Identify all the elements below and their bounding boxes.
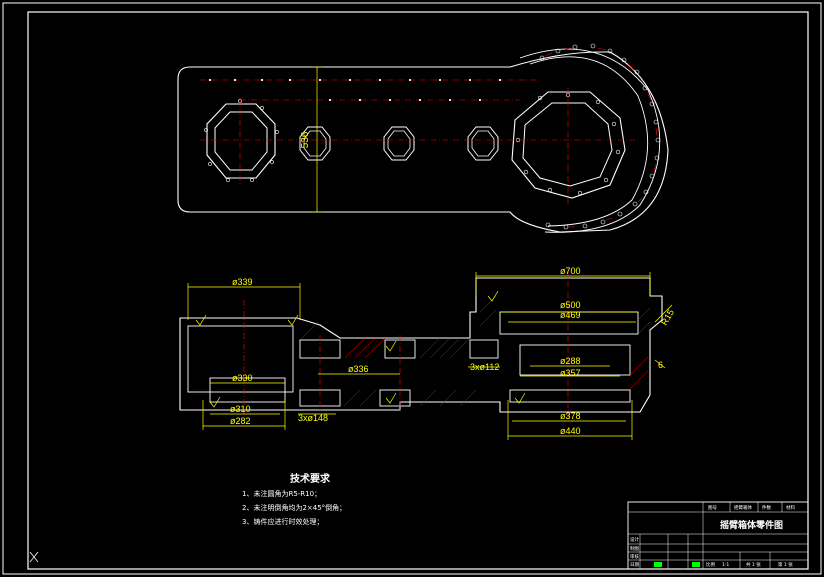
dim-d330: ø330	[232, 373, 253, 383]
dim-d3x112: 3xø112	[470, 362, 499, 372]
dim-d288: ø288	[560, 356, 581, 366]
small-octagon-1-inner	[303, 130, 327, 157]
flange-hatch	[544, 47, 658, 228]
small-octagon-2-inner	[387, 130, 411, 157]
tb-sheets-total: 共 1 张	[746, 561, 761, 568]
tb-label-design: 设计	[630, 536, 639, 543]
flange-arc-outer	[519, 48, 661, 233]
dim-d469: ø469	[560, 310, 581, 320]
dim-d700: ø700	[560, 266, 581, 276]
tb-label-date: 日期	[630, 562, 639, 568]
plan-view: 536	[177, 43, 669, 233]
roughness-symbols	[195, 290, 526, 408]
dim-536-lines	[311, 66, 323, 213]
left-octagon-inner	[214, 111, 268, 171]
dim-d3x148: 3xø148	[298, 413, 328, 423]
section-centerlines	[243, 270, 569, 420]
dim-d378: ø378	[560, 411, 581, 421]
tb-header-4: 材料	[786, 504, 795, 511]
plan-centerlines	[200, 79, 640, 205]
section-dim-lines	[187, 272, 673, 440]
flange-arc-inner	[529, 56, 649, 227]
dim-d282: ø282	[230, 416, 251, 426]
large-octagon-inner	[522, 102, 613, 187]
green-mark-2	[692, 562, 700, 567]
drawing-title: 摇臂箱体零件图	[720, 519, 783, 531]
tech-requirements-title: 技术要求	[290, 472, 331, 485]
tb-header-3: 件数	[762, 504, 771, 511]
small-octagon-3	[467, 126, 499, 161]
green-mark-1	[654, 562, 662, 567]
title-block: 图号 摇臂箱体 件数 材料 摇臂箱体零件图 设计 制图 审核 日期 比例 1:1…	[627, 501, 809, 570]
tech-requirement-3: 3、铸件应进行时效处理；	[242, 517, 323, 526]
dim-d310: ø310	[230, 404, 251, 414]
dim-c6: 6	[658, 360, 663, 370]
plan-outline	[177, 51, 669, 233]
tb-scale-label: 比例	[706, 561, 715, 568]
tech-requirement-1: 1、未注圆角为R5-R10；	[242, 489, 321, 498]
dim-d500: ø500	[560, 300, 581, 310]
large-octagon-outer	[511, 91, 626, 199]
flange-bolt-holes	[539, 43, 661, 230]
tb-sheet-number: 第 1 张	[778, 561, 793, 568]
ucs-icon	[29, 551, 39, 563]
dim-d339: ø339	[232, 277, 253, 287]
tb-header-2: 摇臂箱体	[734, 504, 752, 511]
plan-rail-holes	[208, 78, 502, 102]
tb-scale-value: 1:1	[722, 562, 729, 568]
small-octagon-2	[383, 126, 415, 161]
left-octagon-outer	[206, 103, 276, 179]
section-outline	[179, 277, 663, 413]
tb-label-draw: 制图	[630, 545, 639, 552]
section-view: ø339 ø330 ø310 ø282 ø336 3xø148 3xø112 ø…	[179, 266, 676, 440]
small-octagon-3-inner	[471, 130, 495, 157]
small-octagon-1	[299, 126, 331, 161]
drawing-border	[27, 11, 809, 570]
tech-requirement-2: 2、未注明倒角均为2×45°倒角；	[242, 503, 346, 512]
dim-536-label: 536	[300, 131, 311, 148]
tb-header-1: 图号	[708, 505, 717, 511]
dim-d336: ø336	[348, 364, 369, 374]
dim-d357: ø357	[560, 368, 581, 378]
tb-label-review: 审核	[630, 553, 639, 560]
dim-d440: ø440	[560, 426, 581, 436]
tech-requirements: 技术要求 1、未注圆角为R5-R10； 2、未注明倒角均为2×45°倒角； 3、…	[242, 472, 346, 526]
